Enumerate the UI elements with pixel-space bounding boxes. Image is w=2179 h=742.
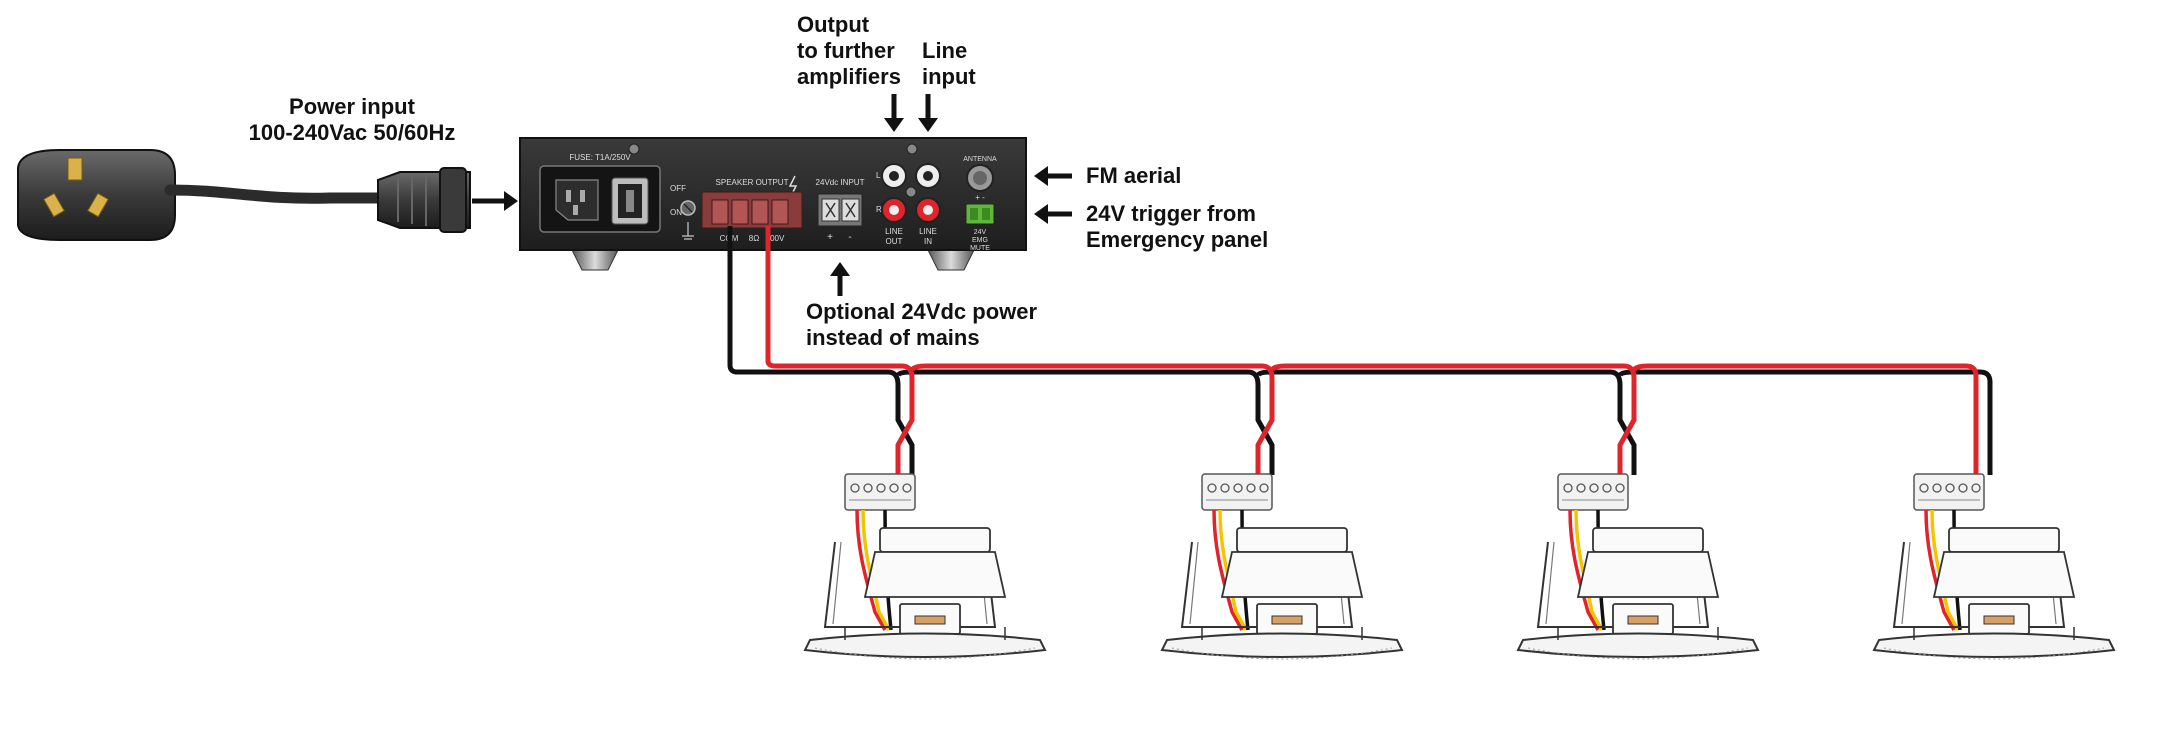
speaker-1 [803,472,1047,661]
off-label: OFF [670,184,686,193]
fuse-label: FUSE: T1A/250V [569,153,631,162]
line-input-line-2: input [922,64,976,89]
on-label: ON [670,208,682,217]
dc-plus-label: + [827,232,833,243]
output-further-callout: Output to further amplifiers [797,12,901,90]
trigger-line-2: Emergency panel [1086,227,1269,252]
power-input-callout: Power input 100-240Vac 50/60Hz [246,94,458,146]
output-further-line-2: to further [797,38,895,63]
fm-aerial-callout: FM aerial [1086,163,1181,189]
speaker-2 [1160,472,1404,661]
trigger-callout: 24V trigger from Emergency panel [1086,201,1268,253]
power-arrow [472,191,518,211]
arrow-optional-power [830,262,850,296]
mains-cable [164,184,386,204]
speaker-line-black [727,226,1993,475]
optional-power-line-2: instead of mains [806,325,980,350]
arrow-output-further [884,94,904,132]
power-input-line-2: 100-240Vac 50/60Hz [248,120,456,145]
arrow-line-input [918,94,938,132]
arrow-fm-aerial [1034,166,1072,186]
trigger-line-1: 24V trigger from [1086,201,1256,226]
power-input-line-1: Power input [289,94,415,119]
optional-power-line-1: Optional 24Vdc power [806,299,1038,324]
mains-plug [17,149,176,241]
output-further-line-1: Output [797,12,870,37]
arrow-trigger [1034,204,1072,224]
rca-r-label: R [876,205,882,214]
speaker-output-label: SPEAKER OUTPUT [716,178,789,187]
output-further-line-3: amplifiers [797,64,901,89]
optional-power-callout: Optional 24Vdc power instead of mains [806,299,1037,351]
speaker-3 [1516,472,1760,661]
emg-pm-label: + - [975,193,985,202]
line-input-line-1: Line [922,38,968,63]
speaker-4 [1872,472,2116,661]
hundred-v-label: 100V [766,234,785,243]
eight-ohm-label: 8Ω [749,234,759,243]
rca-l-label: L [876,171,881,180]
antenna-label: ANTENNA [963,156,997,163]
amplifier: FUSE: T1A/250V OFF ON SPEAKER OUTPUT COM… [519,137,1027,271]
dc-input-label: 24Vdc INPUT [816,178,865,187]
line-input-callout: Line input [922,38,976,90]
speaker-line-red [765,226,1979,475]
dc-minus-label: - [848,232,851,243]
iec-connector [377,167,471,233]
fm-aerial-line-1: FM aerial [1086,163,1182,188]
